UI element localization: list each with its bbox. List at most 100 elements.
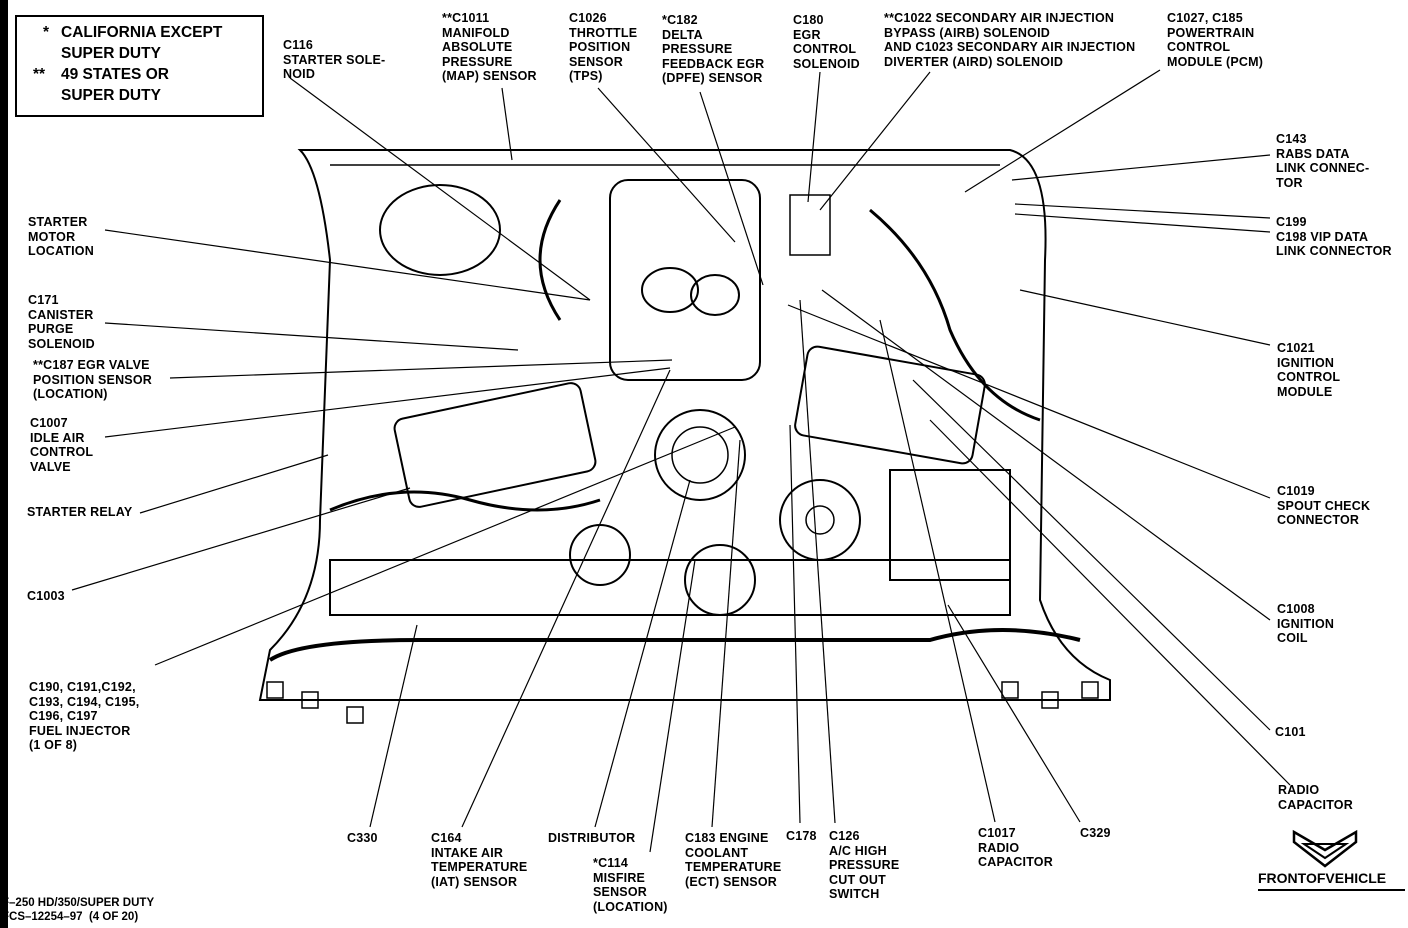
label-line: (LOCATION) bbox=[33, 387, 108, 401]
label-c329: C329 bbox=[1080, 826, 1111, 841]
pulley-1 bbox=[569, 524, 631, 586]
front-of-vehicle-label: FRONTOFVEHICLE bbox=[1258, 870, 1387, 886]
label-line: RABS DATA bbox=[1276, 146, 1350, 161]
label-line: CONNECTOR bbox=[1277, 513, 1360, 527]
label-line: C116 bbox=[283, 38, 313, 52]
label-line: ABSOLUTE bbox=[442, 40, 513, 54]
leader-line-10 bbox=[1014, 213, 1271, 233]
right-harness bbox=[869, 208, 1041, 422]
label-line: C1026 bbox=[569, 11, 607, 25]
radiator-support bbox=[329, 559, 1011, 616]
leader-line-21 bbox=[71, 487, 411, 591]
leader-line-4 bbox=[699, 91, 764, 286]
leader-line-27 bbox=[711, 439, 741, 828]
leader-line-3 bbox=[597, 87, 736, 243]
leader-line-14 bbox=[912, 379, 1271, 731]
pulley-3-hub bbox=[805, 505, 835, 535]
front-arrow-icon bbox=[1292, 829, 1358, 868]
label-line: C1019 bbox=[1277, 484, 1315, 498]
label-line: (LOCATION) bbox=[593, 899, 668, 914]
legend-line-2b: SUPER DUTY bbox=[61, 87, 161, 104]
leader-line-15 bbox=[929, 419, 1291, 786]
throttle-body-2 bbox=[690, 274, 740, 316]
label-line: C164 bbox=[431, 831, 462, 845]
label-line: POSITION bbox=[569, 40, 631, 54]
leader-line-30 bbox=[879, 319, 996, 823]
label-line: LINK CONNEC- bbox=[1276, 161, 1370, 175]
leader-line-18 bbox=[169, 359, 673, 379]
leader-line-13 bbox=[821, 289, 1271, 621]
label-line: SOLENOID bbox=[793, 56, 860, 71]
leader-line-22 bbox=[154, 426, 736, 666]
connector-5 bbox=[1041, 691, 1059, 709]
left-edge-bar bbox=[0, 0, 8, 928]
label-line: RADIO bbox=[978, 840, 1020, 855]
label-line: C126 bbox=[829, 829, 860, 843]
distributor-cap bbox=[654, 409, 746, 501]
label-line: DELTA bbox=[662, 27, 703, 42]
label-line: CONTROL bbox=[1167, 40, 1231, 54]
intake-plenum bbox=[609, 179, 761, 381]
footer-code: FCS–12254–97 (4 OF 20) bbox=[2, 911, 139, 923]
label-line: BYPASS (AIRB) SOLENOID bbox=[884, 25, 1050, 40]
label-line: SWITCH bbox=[829, 887, 880, 901]
label-line: TEMPERATURE bbox=[685, 860, 782, 874]
leader-line-8 bbox=[1011, 154, 1271, 181]
label-line: SPOUT CHECK bbox=[1277, 498, 1371, 513]
label-line: MODULE bbox=[1277, 384, 1333, 399]
label-line: C1027, C185 bbox=[1167, 11, 1243, 25]
label-line: EGR bbox=[793, 27, 821, 42]
label-line: IGNITION bbox=[1277, 355, 1335, 370]
label-starter-relay: STARTER RELAY bbox=[27, 505, 132, 520]
pulley-2 bbox=[684, 544, 756, 616]
label-line: C190, C191,C192, bbox=[29, 680, 136, 694]
label-line: TEMPERATURE bbox=[431, 860, 528, 874]
leader-line-23 bbox=[369, 624, 418, 828]
label-line: C330 bbox=[347, 831, 378, 845]
label-line: PRESSURE bbox=[829, 858, 900, 872]
legend-line-1b: SUPER DUTY bbox=[61, 45, 161, 62]
label-line: C196, C197 bbox=[29, 709, 98, 723]
label-line: *C182 bbox=[662, 13, 698, 27]
label-line: C1007 bbox=[30, 416, 68, 430]
legend-mark-1: * bbox=[43, 24, 50, 41]
label-c178: C178 bbox=[786, 829, 817, 844]
right-valve-cover bbox=[794, 345, 986, 465]
front-harness bbox=[268, 628, 1081, 662]
label-line: PRESSURE bbox=[442, 54, 513, 69]
leader-line-24 bbox=[461, 369, 671, 828]
label-line: MANIFOLD bbox=[442, 25, 510, 40]
label-c101: C101 bbox=[1275, 725, 1306, 740]
label-line: MOTOR bbox=[28, 229, 76, 244]
label-line: FEEDBACK EGR bbox=[662, 56, 765, 71]
legend-line-1a: CALIFORNIA EXCEPT bbox=[61, 24, 223, 41]
label-line: STARTER bbox=[28, 215, 88, 229]
label-line: STARTER RELAY bbox=[27, 505, 133, 519]
label-line: C183 ENGINE bbox=[685, 831, 769, 845]
label-line: PURGE bbox=[28, 322, 74, 336]
egr-solenoid-block bbox=[789, 194, 831, 256]
label-line: C329 bbox=[1080, 826, 1111, 840]
label-line: C178 bbox=[786, 829, 817, 843]
label-line: SOLENOID bbox=[28, 336, 95, 351]
leader-line-17 bbox=[104, 322, 519, 351]
air-cleaner bbox=[379, 184, 501, 276]
label-line: DIVERTER (AIRD) SOLENOID bbox=[884, 54, 1064, 69]
label-c190-fuel-injector: C190, C191,C192,C193, C194, C195,C196, C… bbox=[29, 680, 139, 753]
label-line: C1021 bbox=[1277, 341, 1315, 355]
distributor-cap-inner bbox=[671, 426, 729, 484]
connector-2 bbox=[301, 691, 319, 709]
